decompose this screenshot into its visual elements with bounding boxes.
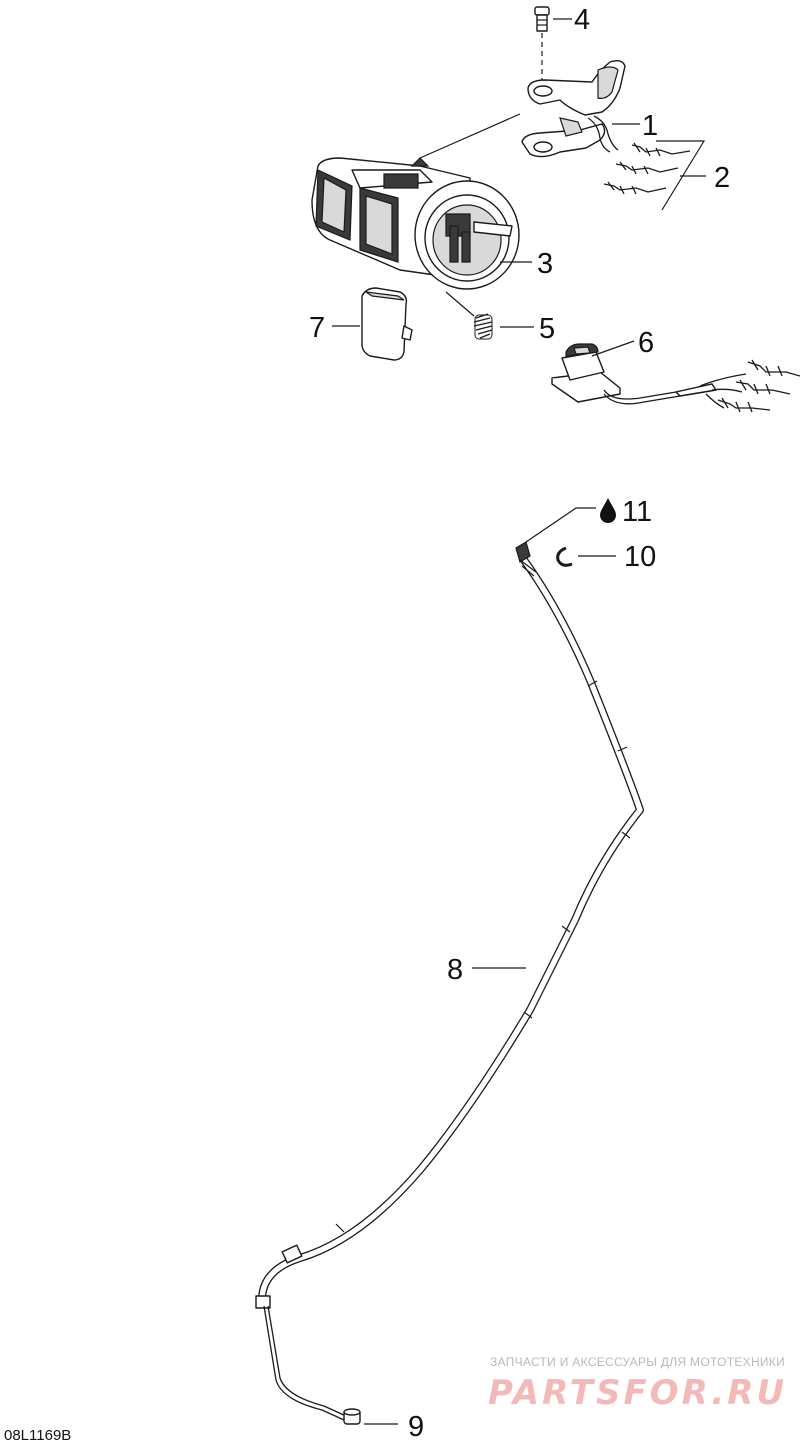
callout-7: 7 (309, 312, 325, 344)
leader-11 (525, 507, 596, 543)
part-10-e-clip (556, 546, 573, 567)
leader-6 (591, 340, 635, 357)
drawing-code: 08L1169B (4, 1427, 71, 1444)
part-5-spring (473, 313, 493, 340)
watermark-brand: PARTSFOR.RU (488, 1373, 787, 1413)
callout-8: 8 (447, 954, 463, 986)
callout-10: 10 (624, 541, 656, 573)
part-9-cable-end (263, 1305, 361, 1425)
oil-drop-icon (600, 498, 616, 523)
callout-9: 9 (408, 1411, 424, 1443)
callout-3: 3 (537, 248, 553, 280)
callout-2: 2 (714, 162, 730, 194)
leader-3a (419, 113, 521, 159)
part-2-terminals (603, 140, 706, 211)
callout-11: 11 (622, 496, 652, 528)
callout-6: 6 (638, 327, 654, 359)
callout-4: 4 (574, 4, 590, 36)
callout-1: 1 (642, 110, 658, 142)
part-4-screw (534, 6, 550, 82)
watermark-tagline: ЗАПЧАСТИ И АКСЕССУАРЫ ДЛЯ МОТОТЕХНИКИ (490, 1355, 785, 1369)
part-8-throttle-cable (255, 541, 644, 1309)
part-7-cover (361, 287, 413, 361)
part-3-switch-housing (311, 157, 520, 290)
part-6-switch (551, 343, 800, 413)
callout-5: 5 (539, 313, 555, 345)
part-1-throttle-lever (521, 59, 626, 158)
leader-5a (445, 291, 475, 317)
